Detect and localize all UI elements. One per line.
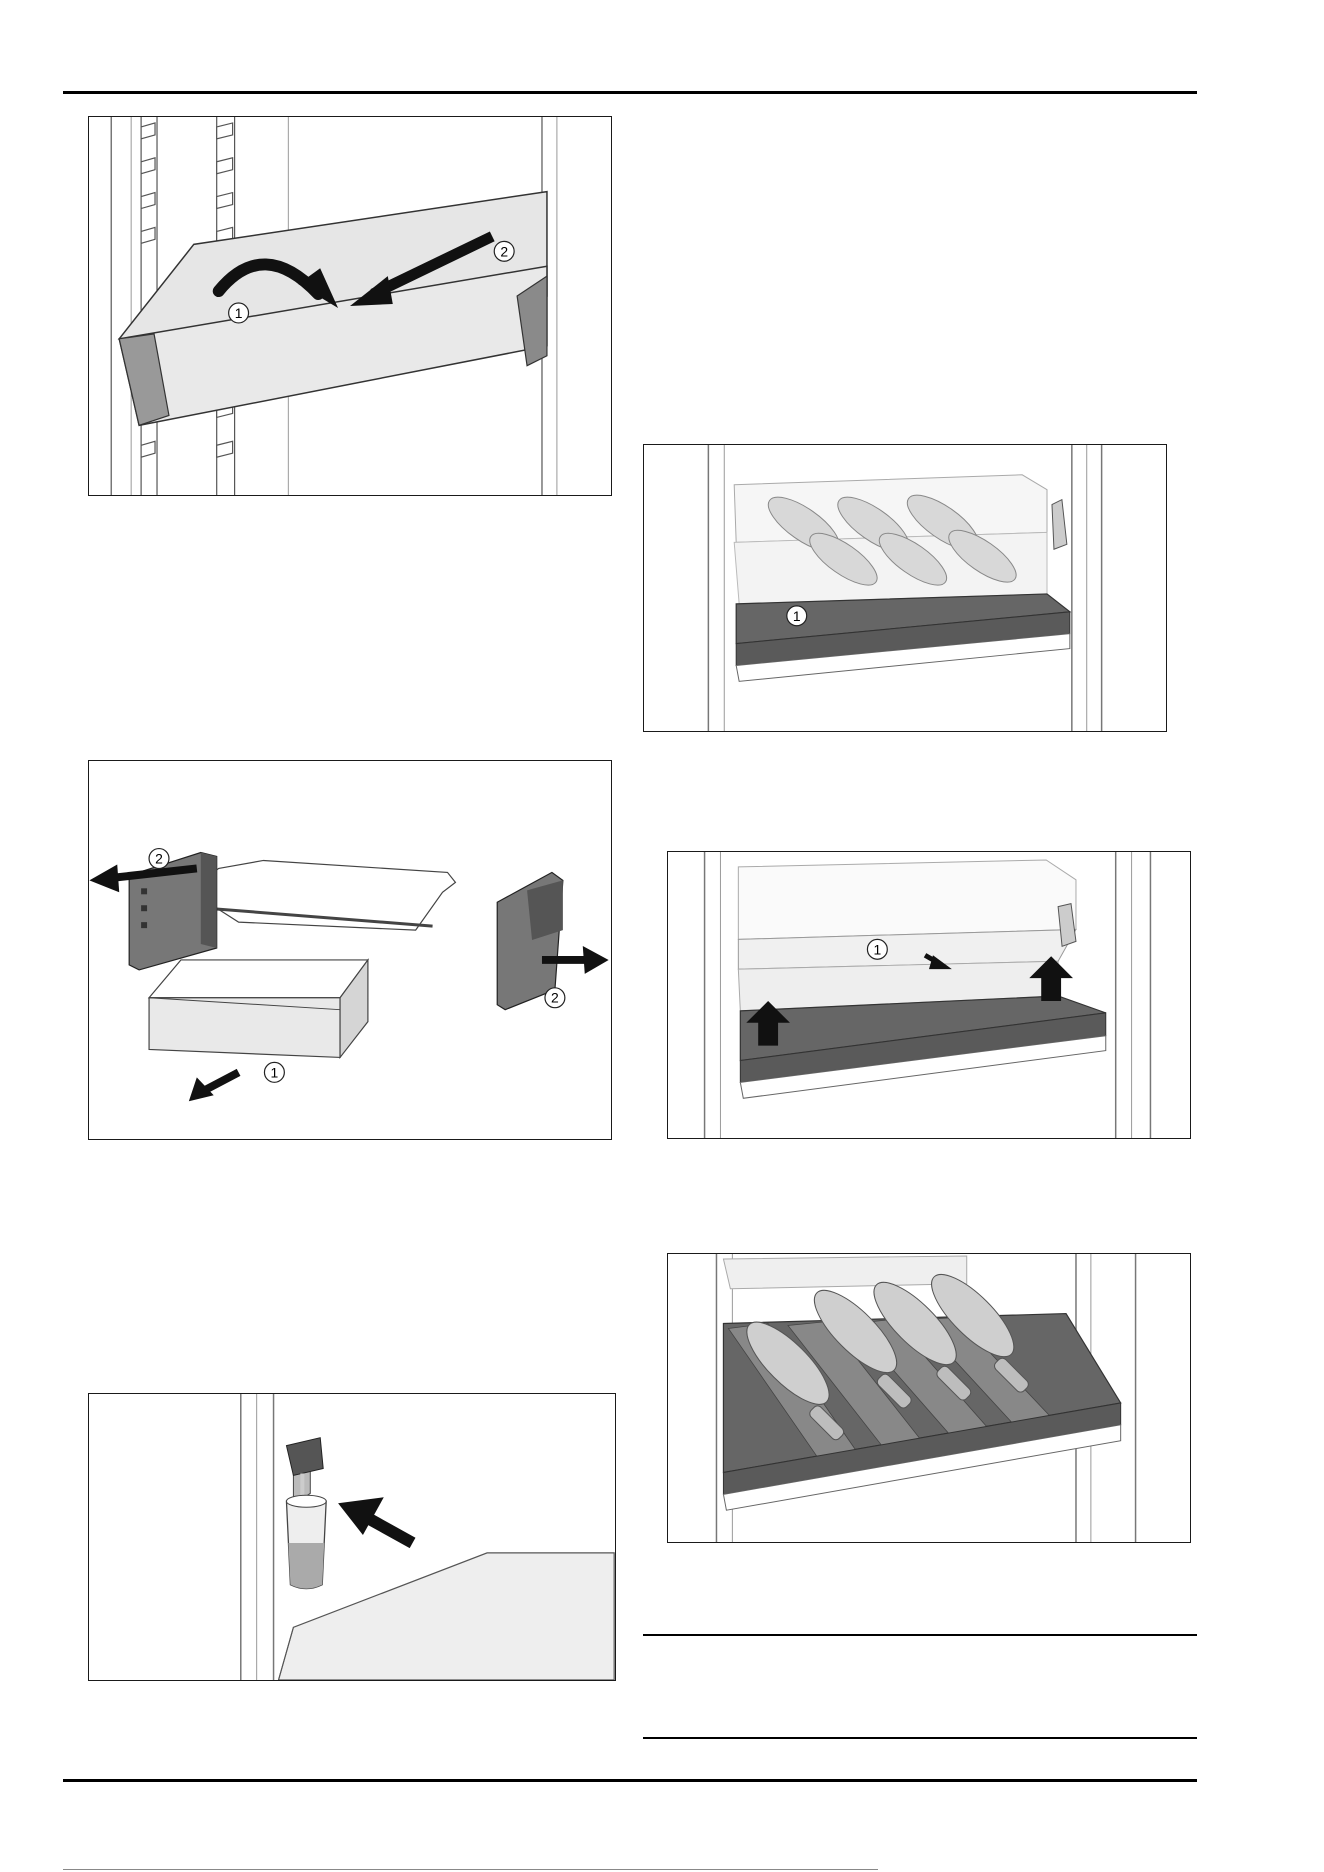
figure-bottle-shelf: 1: [643, 444, 1167, 732]
drawer-remove-illustration: 2 2 1: [89, 761, 611, 1139]
callout-1: 1: [235, 305, 243, 321]
callout-1: 1: [271, 1064, 279, 1080]
shelf-lift-illustration: 1: [668, 852, 1190, 1138]
bottle-shelf-illustration: 1: [644, 445, 1166, 731]
figure-water-glass: [88, 1393, 616, 1681]
shelf-rotate-illustration: 1 2: [89, 117, 611, 495]
header-rule: [63, 91, 1197, 94]
callout-1: 1: [873, 941, 881, 957]
callout-2-left: 2: [155, 850, 163, 866]
note-rule-bottom: [643, 1737, 1197, 1739]
figure-bottles-loaded: [667, 1253, 1191, 1543]
callout-1: 1: [793, 608, 801, 624]
water-glass-illustration: [89, 1394, 615, 1680]
callout-2: 2: [500, 243, 508, 259]
figure-shelf-rotate: 1 2: [88, 116, 612, 496]
bottles-loaded-illustration: [668, 1254, 1190, 1542]
figure-drawer-remove: 2 2 1: [88, 760, 612, 1140]
note-rule-top: [643, 1634, 1197, 1636]
figure-shelf-lift: 1: [667, 851, 1191, 1139]
footer-hairline: [63, 1869, 878, 1870]
callout-2-right: 2: [551, 990, 559, 1006]
footer-rule: [63, 1779, 1197, 1782]
